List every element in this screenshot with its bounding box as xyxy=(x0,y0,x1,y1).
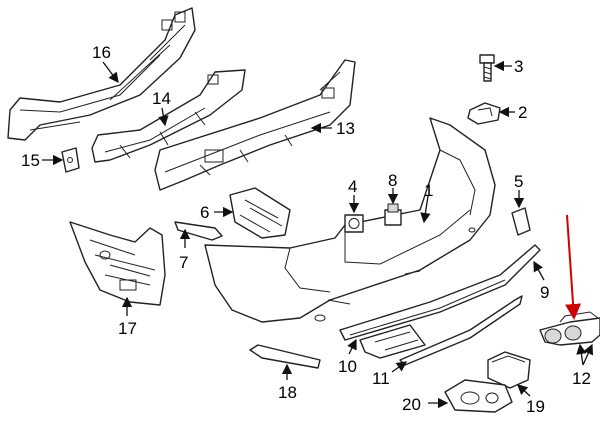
callout-18: 18 xyxy=(278,383,297,402)
highlight-arrow xyxy=(565,214,582,320)
callout-13: 13 xyxy=(336,119,355,138)
callout-20: 20 xyxy=(402,395,421,414)
callout-17: 17 xyxy=(118,319,137,338)
callout-8: 8 xyxy=(388,171,397,190)
part-clip-4 xyxy=(344,214,364,233)
part-reinforcement-13 xyxy=(154,59,356,191)
callout-11: 11 xyxy=(372,369,390,388)
callout-19: 19 xyxy=(526,397,545,416)
callout-12: 12 xyxy=(572,369,591,388)
callout-16: 16 xyxy=(92,43,111,62)
callout-7: 7 xyxy=(179,253,188,272)
callout-14: 14 xyxy=(152,89,171,108)
part-bolt-3 xyxy=(479,54,495,82)
callout-15: 15 xyxy=(21,151,40,170)
part-reinforcement-16 xyxy=(7,7,196,141)
part-tab-7 xyxy=(174,221,223,241)
callout-4: 4 xyxy=(348,177,357,196)
part-clip-2 xyxy=(467,102,501,125)
callout-1: 1 xyxy=(424,181,433,200)
part-strip-10 xyxy=(359,324,426,359)
part-module-19 xyxy=(487,351,531,389)
callout-9: 9 xyxy=(540,283,549,302)
part-reflector-18 xyxy=(249,344,321,369)
part-bracket-15 xyxy=(61,147,80,173)
part-clip-8 xyxy=(384,203,402,226)
part-exhaust-tips-12 xyxy=(539,311,600,346)
callout-3: 3 xyxy=(514,57,523,76)
callout-5: 5 xyxy=(514,172,523,191)
callout-6: 6 xyxy=(200,203,209,222)
callout-2: 2 xyxy=(518,103,527,122)
part-trim-9 xyxy=(339,244,541,341)
part-lower-panel-17 xyxy=(69,221,166,306)
part-block-5 xyxy=(511,207,531,236)
callout-labels: 1 2 3 4 5 6 7 8 9 10 11 12 13 14 15 16 1… xyxy=(21,43,591,416)
leader-lines xyxy=(42,60,594,409)
part-molding-11 xyxy=(399,295,523,366)
part-bracket-6 xyxy=(229,187,291,239)
callout-10: 10 xyxy=(338,357,357,376)
part-lamp-20 xyxy=(444,379,513,413)
